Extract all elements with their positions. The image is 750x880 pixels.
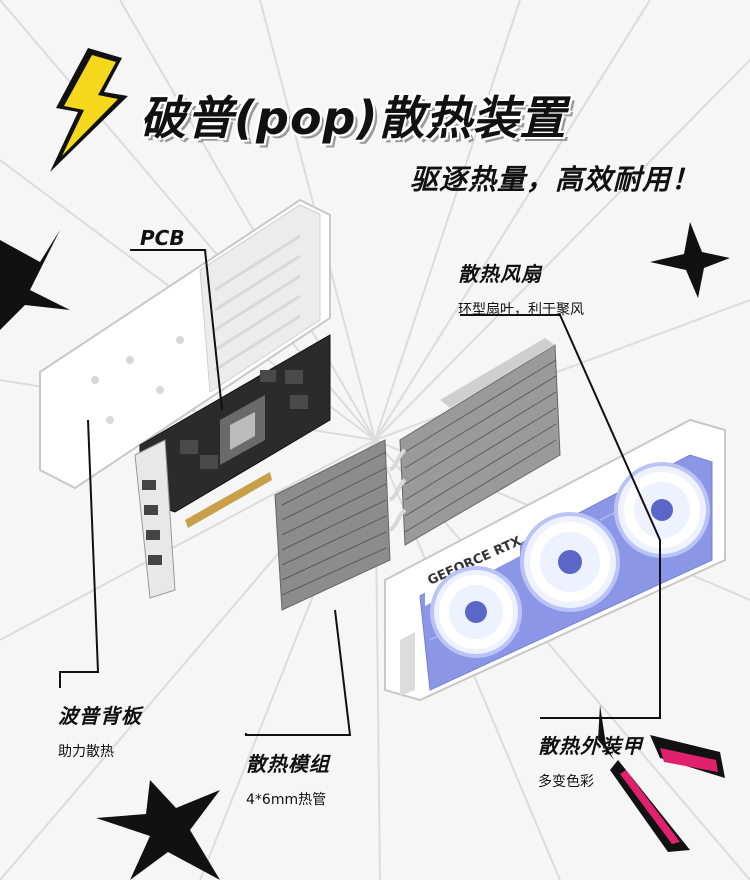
page-subtitle: 驱逐热量，高效耐用！	[409, 163, 700, 196]
pcb-board	[134, 334, 331, 599]
burst-star-icon	[650, 222, 730, 298]
page-title: 破普(pop)散热装置	[140, 91, 567, 145]
fan-callout-desc: 环型扇叶，利于聚风	[458, 302, 584, 318]
backplate-callout-desc: 助力散热	[58, 744, 114, 760]
module-callout-desc: 4*6mm热管	[246, 792, 327, 808]
backplate	[39, 198, 331, 490]
shroud-callout-desc: 多变色彩	[538, 774, 594, 790]
module-callout-title: 散热模组	[246, 752, 330, 776]
lightning-icon	[50, 48, 128, 172]
leader-lines	[59, 249, 661, 736]
burst-star-icon	[96, 780, 220, 880]
fan-callout-title: 散热风扇	[458, 262, 542, 286]
accent-burst	[598, 705, 725, 852]
pcb-label: PCB	[140, 226, 185, 250]
burst-star-icon	[0, 230, 70, 330]
module-callout: 散热模组 4*6mm热管	[246, 748, 330, 809]
shroud-callout: 散热外装甲 多变色彩	[538, 730, 643, 791]
fan	[430, 566, 522, 658]
heatsink-module	[274, 338, 561, 611]
backplate-callout-title: 波普背板	[58, 704, 142, 728]
fan	[520, 512, 620, 612]
fan-callout: 散热风扇 环型扇叶，利于聚风	[458, 258, 584, 319]
backplate-callout: 波普背板 助力散热	[58, 700, 142, 761]
shroud-callout-title: 散热外装甲	[538, 734, 643, 758]
fan	[614, 462, 710, 558]
